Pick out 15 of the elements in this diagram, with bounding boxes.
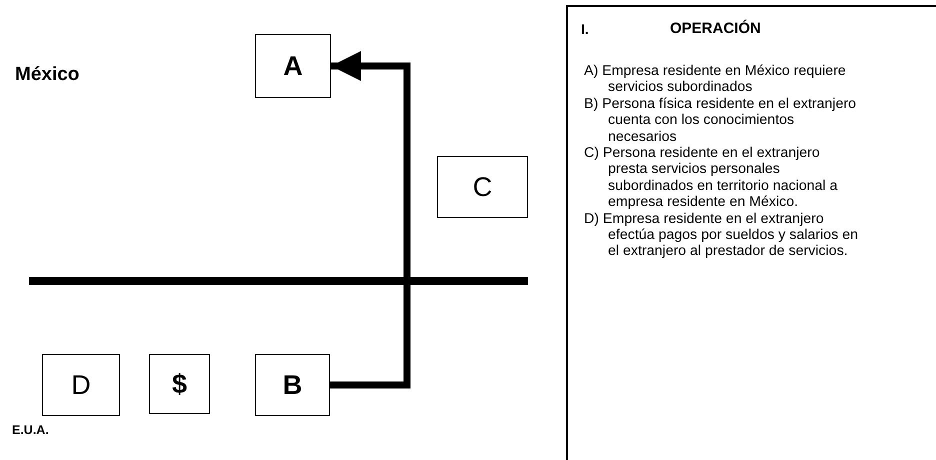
letter-box: C <box>437 156 528 218</box>
arrow <box>330 51 410 388</box>
letter-box: B <box>255 354 330 416</box>
section-number: I. <box>581 21 589 38</box>
text-panel <box>566 5 936 460</box>
country-label: México <box>15 64 80 86</box>
currency-box: $ <box>149 354 210 414</box>
list-item: A) Empresa residente en México requiere servicios subordinados <box>584 63 847 96</box>
list-item: C) Persona residente en el extranjero presta servicios personales subordinados en territorio nacional a empresa residente en México. <box>584 145 839 211</box>
list-item: D) Empresa residente en el extranjero efectúa pagos por sueldos y salarios en el extranjero al prestador de servicios. <box>584 210 860 260</box>
letter-box: A <box>255 34 331 98</box>
section-heading: OPERACIÓN <box>670 21 761 38</box>
list-item: B) Persona física residente en el extranjero cuenta con los conocimientos necesarios <box>584 96 858 146</box>
country-label: E.U.A. <box>12 423 49 437</box>
letter-box: D <box>42 354 120 416</box>
